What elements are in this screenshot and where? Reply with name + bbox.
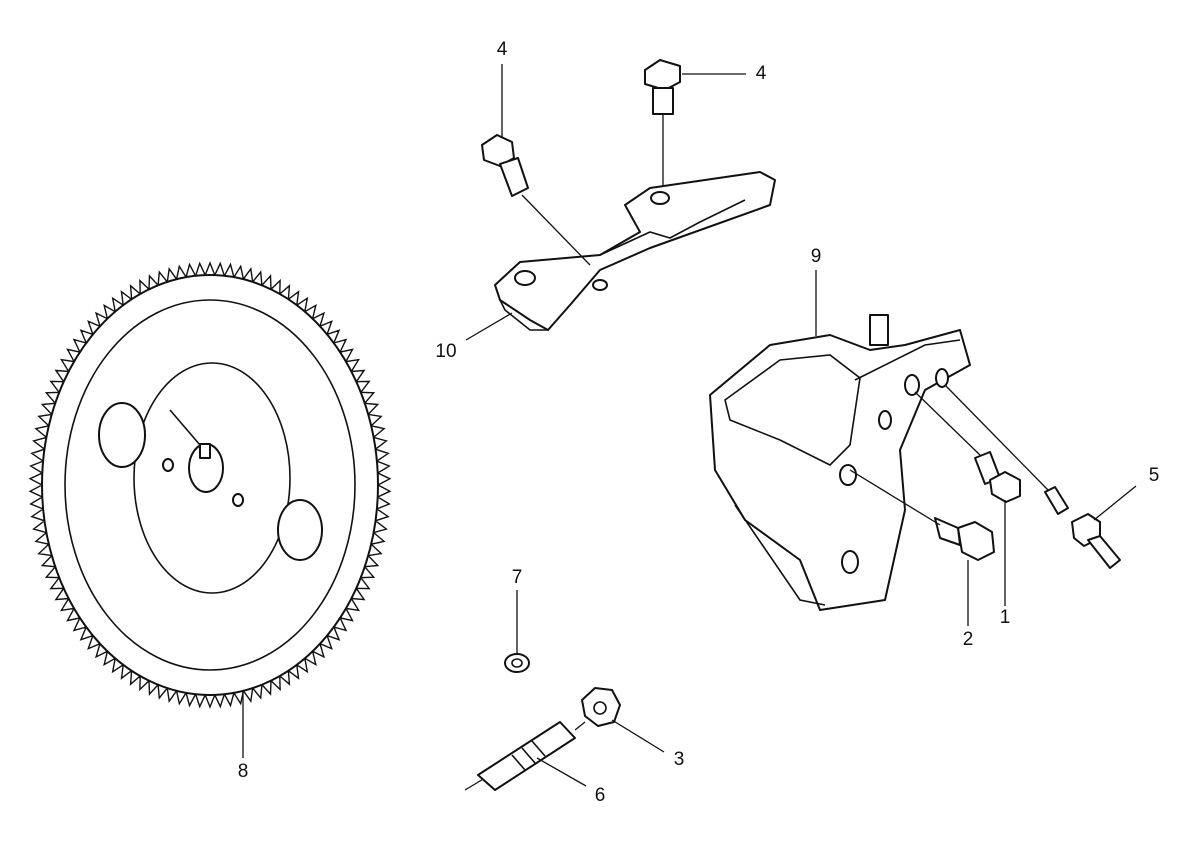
bolt-axis [914, 391, 981, 456]
callout-3: 3 [674, 749, 685, 770]
bracket-hole-a [904, 374, 920, 396]
bracket-edge [499, 299, 548, 331]
bracket-part-9 [709, 314, 971, 611]
bracket-hole-e [841, 550, 859, 574]
shaft-groove-3 [531, 740, 546, 757]
gear-inner-ring [64, 299, 356, 671]
bolt-part-2 [849, 469, 995, 561]
bolt-axis [849, 469, 941, 526]
stud-axis [944, 384, 1049, 491]
nut-part-3 [581, 687, 621, 727]
callout-labels: 4 4 10 9 5 1 2 7 8 3 6 [238, 39, 1160, 806]
callout-5: 5 [1149, 465, 1160, 486]
bolt-head [989, 471, 1021, 503]
leader-lines [242, 64, 1137, 787]
gear-pin-hole-left [162, 458, 174, 472]
bolt-part-4-right [644, 59, 681, 185]
bolt-head [957, 521, 995, 561]
shaft-groove-1 [511, 754, 526, 771]
bracket-hole-c [878, 410, 892, 430]
bracket-part-10 [494, 171, 776, 331]
leader-5 [1093, 485, 1137, 521]
bracket-hole-b [935, 368, 949, 388]
callout-9: 9 [811, 246, 822, 267]
shaft-part-6 [464, 721, 586, 791]
shaft-groove-2 [521, 747, 536, 764]
bolt-part-1 [914, 391, 1021, 503]
bracket-rib [599, 199, 746, 256]
shaft-end [574, 721, 586, 731]
pump-bracket-face [724, 354, 861, 466]
callout-4-left: 4 [497, 39, 508, 60]
shaft-body [477, 721, 576, 791]
leader-3 [611, 719, 665, 753]
stud-part-5 [944, 384, 1121, 569]
bracket-body [494, 171, 776, 331]
gear-hub-face [133, 362, 291, 594]
leader-6 [536, 757, 587, 787]
leader-10 [465, 312, 513, 341]
callout-1: 1 [1000, 607, 1011, 628]
bolt-head [644, 59, 681, 91]
bolt-shank [652, 87, 674, 115]
gear-center-line [169, 409, 201, 446]
stud-upper [1044, 486, 1069, 515]
gear-hole-lower [277, 499, 323, 561]
pump-bracket-lower-edge [734, 504, 826, 606]
washer-hole [511, 658, 523, 668]
bolt-shank [499, 157, 529, 197]
callout-10: 10 [435, 341, 456, 362]
washer-part-7 [504, 653, 530, 673]
callout-4-right: 4 [756, 63, 767, 84]
callout-7: 7 [512, 567, 523, 588]
stud-lower [1087, 535, 1121, 569]
bracket-hole-left [514, 270, 536, 286]
nut-body [581, 687, 621, 727]
bracket-hole-top [650, 191, 670, 205]
bolt-part-4-left [481, 134, 591, 266]
bolt-shank [934, 517, 961, 546]
callout-2: 2 [963, 629, 974, 650]
washer-ring [504, 653, 530, 673]
callout-8: 8 [238, 761, 249, 782]
gear-pin-hole-right [232, 493, 244, 507]
nut-hole [593, 701, 607, 715]
gear-part-8 [28, 261, 392, 709]
bolt-head [481, 134, 515, 167]
gear-keyway [199, 443, 211, 459]
pump-bracket-stud [869, 314, 889, 346]
pump-bracket-edge [854, 339, 961, 381]
bracket-hole-d [839, 464, 857, 486]
gear-hole-upper [98, 402, 146, 468]
bracket-hole-mid [592, 279, 608, 291]
bolt-axis [521, 194, 591, 266]
callout-6: 6 [595, 785, 606, 806]
